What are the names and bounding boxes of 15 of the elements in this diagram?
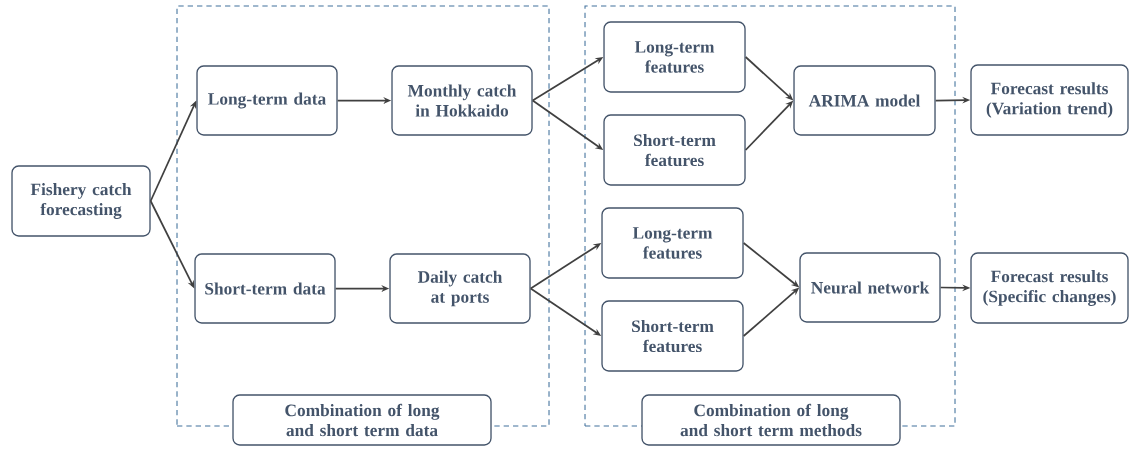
process-box: Long-term features (603, 21, 746, 93)
process-box: Short-term features (601, 300, 744, 372)
process-box: Daily catch at ports (389, 253, 531, 324)
process-box: Short-term data (194, 253, 336, 324)
process-box: Forecast results (Specific changes) (970, 252, 1129, 324)
process-box: Monthly catch in Hokkaido (391, 65, 533, 136)
process-box: Long-term data (196, 65, 338, 136)
process-box: ARIMA model (793, 65, 936, 136)
process-box: Short-term features (603, 114, 746, 186)
process-box: Long-term features (601, 207, 744, 279)
process-box: Combination of long and short term data (232, 394, 492, 446)
process-box: Neural network (799, 252, 941, 323)
process-box: Combination of long and short term methods (641, 394, 901, 446)
process-box: Forecast results (Variation trend) (970, 64, 1129, 136)
process-box: Fishery catch forecasting (11, 165, 151, 237)
